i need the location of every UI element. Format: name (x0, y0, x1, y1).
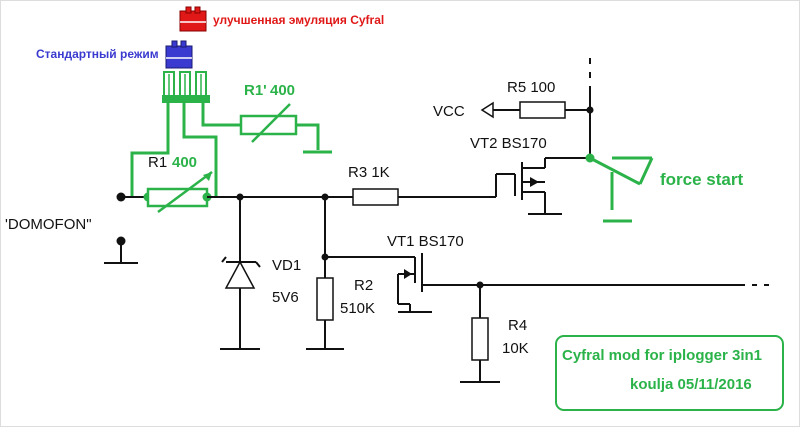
cyfral-emulation-label: улучшенная эмуляция Cyfral (213, 13, 384, 27)
pin-header-icon (162, 71, 210, 103)
zener-bar-tip-left (221, 256, 227, 263)
resistor-r4 (471, 317, 489, 361)
domofon-label: 'DOMOFON" (5, 216, 92, 233)
info-box (555, 335, 784, 411)
green-wire-pin3 (201, 103, 241, 127)
zener-diode-vd1 (224, 260, 256, 289)
resistor-r2 (316, 277, 334, 321)
green-wire-pin1 (130, 103, 170, 196)
vt1-label: VT1 BS170 (387, 233, 464, 250)
r5-label: R5 100 (507, 79, 555, 96)
vd1-value: 5V6 (272, 289, 299, 306)
jumper-blue-icon (165, 40, 193, 69)
vt2-label: VT2 BS170 (470, 135, 547, 152)
r1-value: 400 (172, 154, 197, 171)
r2-value: 510K (340, 300, 375, 317)
resistor-r3 (352, 188, 399, 206)
info-box-author: koulja 05/11/2016 (630, 376, 752, 393)
trimmer-arrow-r1 (157, 170, 213, 214)
force-switch-side (638, 157, 654, 185)
force-start-label: force start (660, 170, 743, 189)
r1p-value: 400 (270, 82, 295, 99)
jumper-red-icon (179, 6, 207, 32)
green-wire-pin2 (182, 103, 218, 198)
r1p-name: R1' (244, 82, 267, 99)
resistor-r5 (519, 101, 566, 119)
vcc-label: VCC (433, 103, 465, 120)
vd1-name: VD1 (272, 257, 301, 274)
r1-name: R1 (148, 154, 167, 171)
transistor-vt2 (495, 157, 590, 215)
info-box-title: Cyfral mod for iplogger 3in1 (562, 347, 762, 364)
standard-mode-label: Стандартный режим (36, 47, 159, 61)
trimmer-arrowhead-r1 (203, 172, 212, 181)
zener-bar-tip-right (255, 261, 261, 268)
r4-name: R4 (508, 317, 527, 334)
transistor-vt1 (325, 253, 480, 313)
r4-value: 10K (502, 340, 529, 357)
force-switch-lever (589, 156, 641, 186)
vcc-arrow-icon (480, 101, 494, 119)
r2-name: R2 (354, 277, 373, 294)
r3-label: R3 1K (348, 164, 390, 181)
green-wire-r1p-ground (296, 123, 320, 150)
trimmer-arrow-r1-prime (251, 103, 291, 143)
